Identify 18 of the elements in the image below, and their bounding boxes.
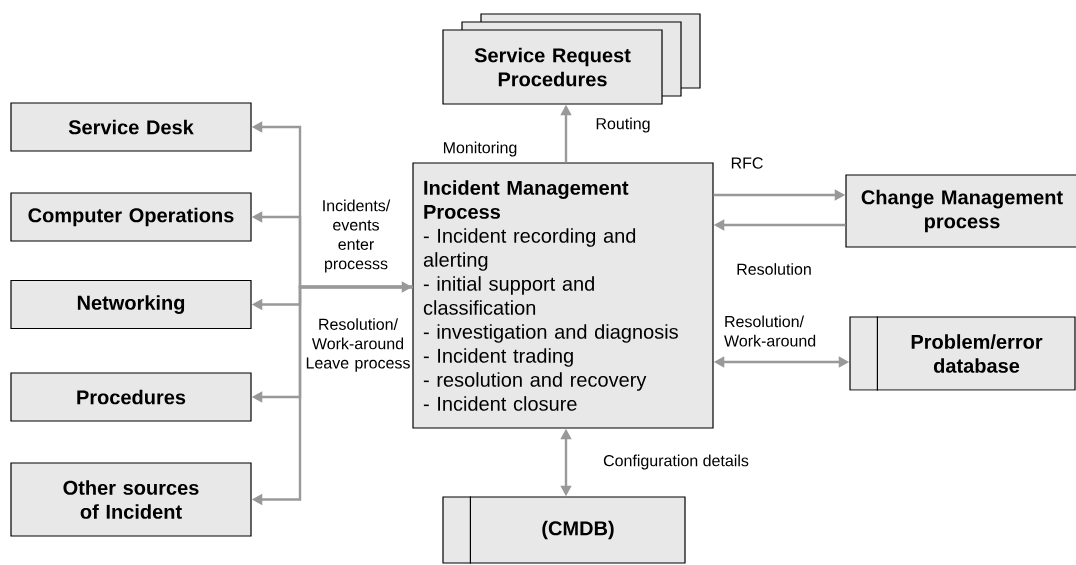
database-box: (CMDB) bbox=[442, 495, 686, 565]
edge-label: Configuration details bbox=[603, 454, 749, 470]
database-box: Problem/error database bbox=[849, 315, 1076, 392]
flow-label: Resolution/ Work-around Leave process bbox=[306, 318, 410, 372]
edge-label: Routing bbox=[596, 117, 650, 133]
stacked-document-box: Service Request Procedures bbox=[442, 13, 701, 105]
process-box: Service Desk bbox=[10, 102, 252, 152]
edge-label: Resolution/ Work-around bbox=[724, 315, 816, 347]
edge-label: Resolution bbox=[737, 263, 811, 275]
process-box: Computer Operations bbox=[10, 192, 252, 242]
edge-label: RFC bbox=[731, 157, 763, 169]
process-box: Change Management process bbox=[845, 174, 1076, 248]
flow-label: Incidents/ events enter processs bbox=[323, 199, 391, 273]
process-box: Incident Management Process - Incident recording and alerting - initial support and classification - investigation and diagnosis - Incident trading - resolution and recovery - Incident closure bbox=[412, 162, 714, 429]
process-box: Other sources of Incident bbox=[10, 462, 252, 537]
process-box: Networking bbox=[10, 279, 252, 330]
node-caption: Monitoring bbox=[443, 141, 517, 157]
process-box: Procedures bbox=[10, 372, 252, 422]
